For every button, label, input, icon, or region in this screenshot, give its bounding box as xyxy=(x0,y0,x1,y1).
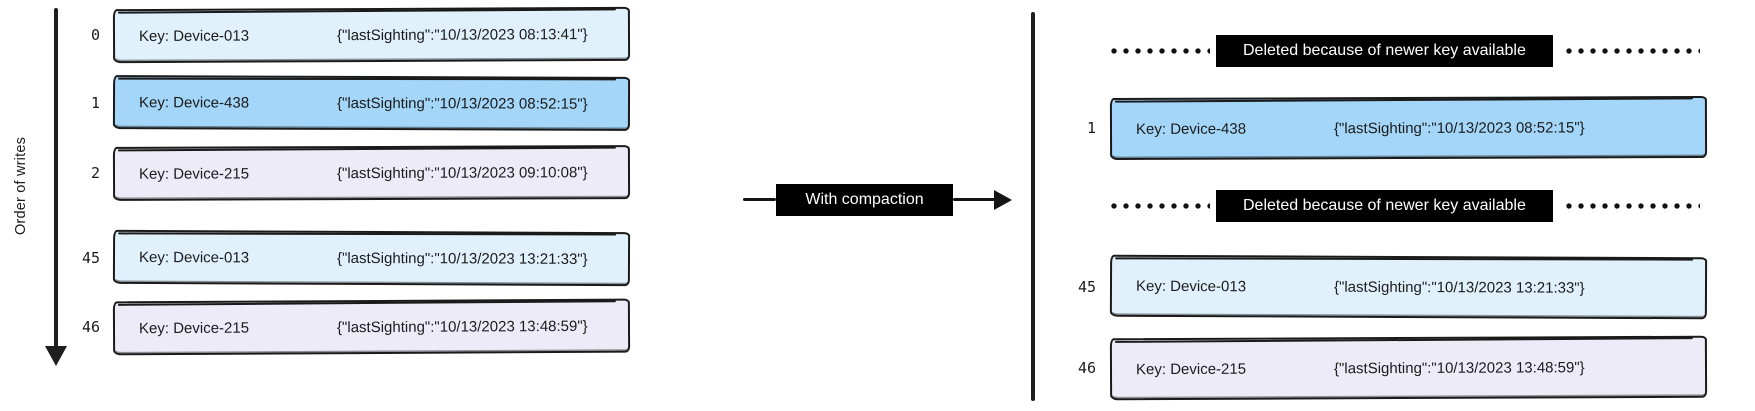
write-order-number: 1 xyxy=(1086,119,1096,137)
write-order-number: 0 xyxy=(90,26,100,44)
dotted-line-right xyxy=(1562,203,1700,209)
compaction-arrow-shaft-line xyxy=(953,198,996,201)
deleted-record-marker: Deleted because of newer key available xyxy=(1108,190,1700,222)
write-order-number: 1 xyxy=(90,94,100,112)
with-compaction-label: With compaction xyxy=(805,191,924,208)
write-order-number: 46 xyxy=(1077,359,1096,377)
log-record-row: Key: Device-215 {"lastSighting":"10/13/2… xyxy=(112,145,631,201)
log-record-row: Key: Device-215 {"lastSighting":"10/13/2… xyxy=(1109,335,1708,401)
record-value: {"lastSighting":"10/13/2023 13:21:33"} xyxy=(1333,278,1585,297)
compaction-arrowhead-icon xyxy=(994,190,1012,210)
record-value: {"lastSighting":"10/13/2023 09:10:08"} xyxy=(336,163,588,182)
dotted-line-left xyxy=(1108,203,1210,209)
compaction-arrow-tail-line xyxy=(743,198,776,201)
deleted-record-marker: Deleted because of newer key available xyxy=(1108,35,1700,67)
order-of-writes-arrow-line xyxy=(54,8,58,348)
log-record-row: Key: Device-438 {"lastSighting":"10/13/2… xyxy=(112,75,631,131)
record-value: {"lastSighting":"10/13/2023 08:52:15"} xyxy=(336,94,588,113)
record-value: {"lastSighting":"10/13/2023 13:48:59"} xyxy=(336,317,588,336)
log-record-row: Key: Device-013 {"lastSighting":"10/13/2… xyxy=(1109,254,1708,320)
with-compaction-badge: With compaction xyxy=(776,184,953,216)
order-of-writes-axis-label: Order of writes xyxy=(13,136,29,236)
record-key: Key: Device-013 xyxy=(138,27,250,45)
deleted-badge: Deleted because of newer key available xyxy=(1216,190,1553,222)
order-of-writes-arrowhead-icon xyxy=(45,346,67,366)
write-order-number: 45 xyxy=(1077,278,1096,296)
dotted-line-left xyxy=(1108,48,1210,54)
record-value: {"lastSighting":"10/13/2023 08:52:15"} xyxy=(1333,118,1585,137)
dotted-line-right xyxy=(1562,48,1700,54)
compacted-log-segment-bar xyxy=(1031,12,1035,401)
write-order-number: 2 xyxy=(90,164,100,182)
record-key: Key: Device-438 xyxy=(1135,120,1247,138)
record-key: Key: Device-215 xyxy=(1135,360,1247,378)
record-value: {"lastSighting":"10/13/2023 13:21:33"} xyxy=(336,249,588,268)
write-order-number: 46 xyxy=(81,318,100,336)
log-record-row: Key: Device-013 {"lastSighting":"10/13/2… xyxy=(112,229,631,287)
record-key: Key: Device-215 xyxy=(138,164,250,183)
record-key: Key: Device-013 xyxy=(138,248,250,266)
record-key: Key: Device-215 xyxy=(138,319,250,337)
record-value: {"lastSighting":"10/13/2023 13:48:59"} xyxy=(1333,358,1585,377)
log-record-row: Key: Device-013 {"lastSighting":"10/13/2… xyxy=(112,6,631,64)
record-value: {"lastSighting":"10/13/2023 08:13:41"} xyxy=(336,25,588,44)
log-record-row: Key: Device-438 {"lastSighting":"10/13/2… xyxy=(1109,95,1708,161)
record-key: Key: Device-013 xyxy=(1135,277,1247,295)
log-record-row: Key: Device-215 {"lastSighting":"10/13/2… xyxy=(112,298,631,356)
record-key: Key: Device-438 xyxy=(138,93,250,112)
write-order-number: 45 xyxy=(81,249,100,267)
deleted-badge: Deleted because of newer key available xyxy=(1216,35,1553,67)
